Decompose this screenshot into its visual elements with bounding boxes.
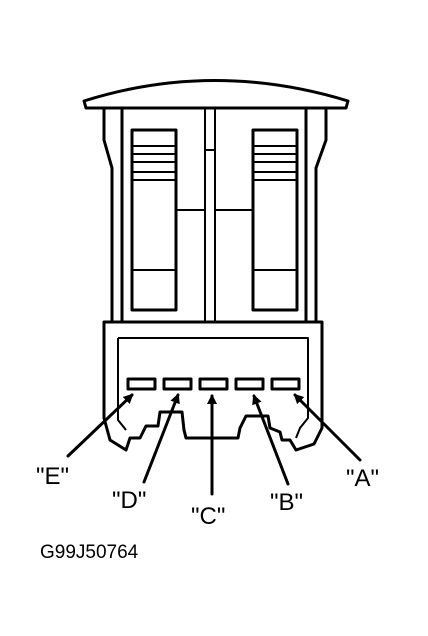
pin-slot-b: [234, 377, 265, 391]
callout-label-b: "B": [270, 489, 303, 516]
callout-label-a: "A": [346, 465, 379, 492]
pin-slot-a: [270, 377, 301, 391]
leader-line-b: [252, 394, 290, 486]
pin-slot-e: [126, 377, 157, 391]
connector-cap: [82, 79, 350, 110]
leader-line-a: [293, 393, 362, 462]
right-latch-window: [251, 128, 299, 312]
leader-line-e: [66, 393, 134, 458]
connector-upper-body: [102, 106, 328, 324]
pin-slot-c: [198, 377, 229, 391]
leader-lines: [66, 393, 362, 496]
pin-slot-d: [162, 377, 193, 391]
connector-housing: [102, 320, 324, 452]
left-latch-window: [130, 128, 178, 312]
leader-line-d: [142, 393, 180, 484]
callout-label-d: "D": [112, 487, 146, 514]
callout-label-e: "E": [36, 463, 69, 490]
callout-label-c: "C": [191, 503, 225, 530]
pin-slots: [126, 377, 301, 391]
figure-id: G99J50764: [40, 542, 139, 563]
